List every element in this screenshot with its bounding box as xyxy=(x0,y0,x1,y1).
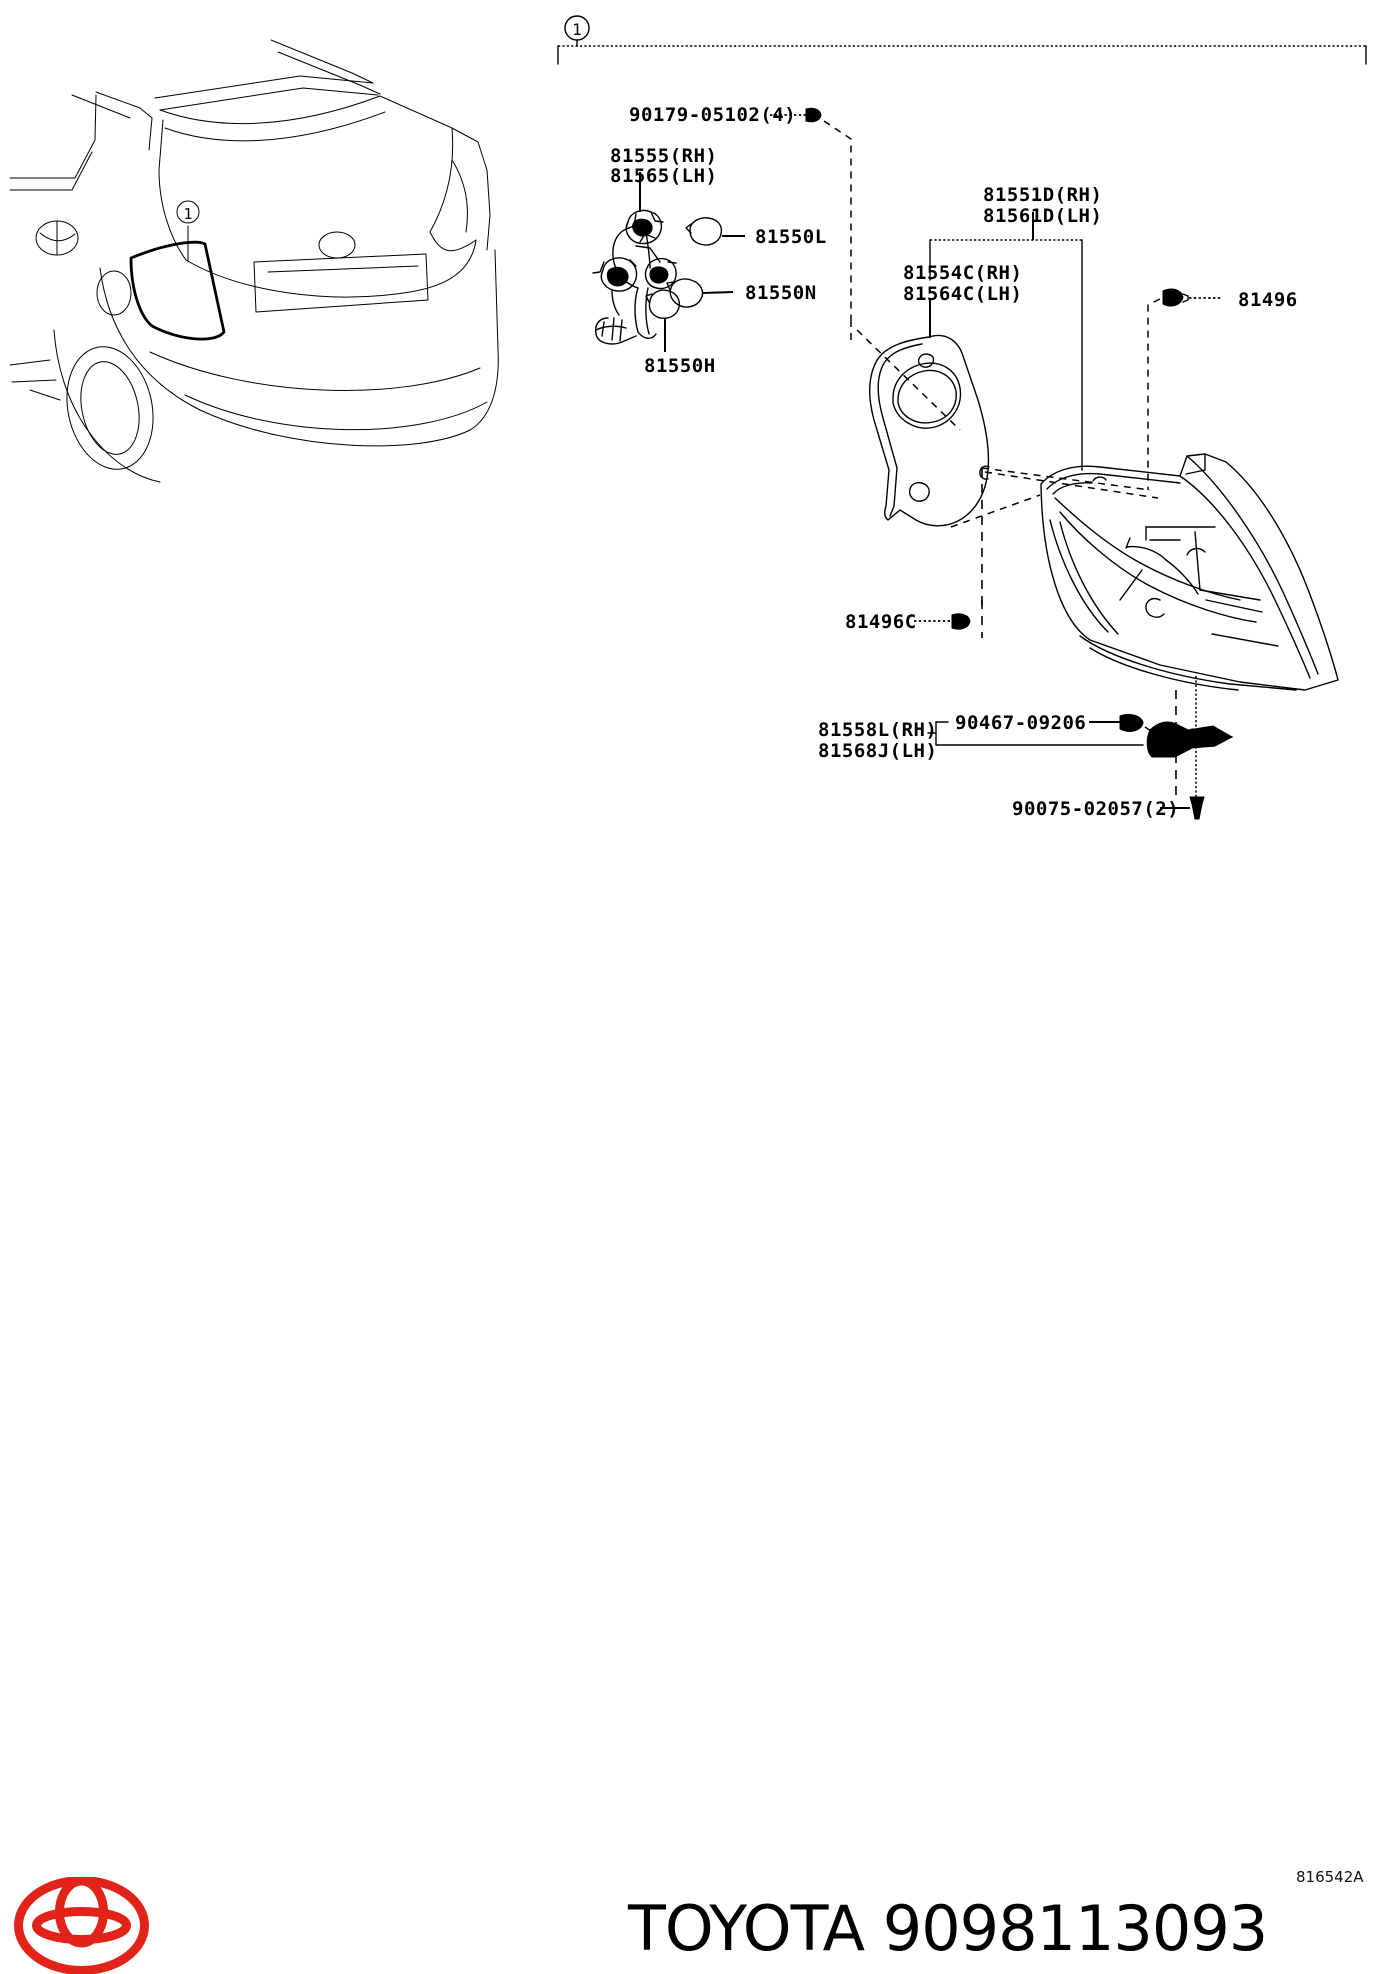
label-socket-lh: 81565(LH) xyxy=(610,165,718,187)
clip-81496C xyxy=(914,600,983,638)
screw-90179-callout xyxy=(770,107,852,320)
label-screw-90179: 90179-05102(4) xyxy=(629,104,797,126)
label-clip-81496C: 81496C xyxy=(845,611,917,633)
label-nut-90467: 90467-09206 xyxy=(955,712,1087,734)
brand-and-part-number: TOYOTA 9098113093 xyxy=(628,1892,1268,1965)
assembly-group-bracket: 1 xyxy=(557,15,1367,65)
diagram-artwork: .s {fill:none;stroke:#000;stroke-width:1… xyxy=(9,15,1367,820)
label-retainer-lh: 81568J(LH) xyxy=(818,740,938,762)
label-screw-90075: 90075-02057(2) xyxy=(1012,798,1180,820)
label-socket-rh: 81555(RH) xyxy=(610,145,718,167)
bulb-81550H xyxy=(645,289,681,352)
label-lamp-assy-rh: 81551D(RH) xyxy=(983,184,1103,206)
retainer-callouts xyxy=(927,713,1234,820)
parts-diagram-page: .s {fill:none;stroke:#000;stroke-width:1… xyxy=(0,15,1400,1974)
diagram-code: 816542A xyxy=(1296,1868,1364,1886)
label-bulb-81550N: 81550N xyxy=(745,282,817,304)
title-bar: TOYOTA 9098113093 816542A xyxy=(0,930,1400,1974)
toyota-logo xyxy=(14,1877,149,1974)
label-bulb-81550L: 81550L xyxy=(755,226,827,248)
lamp-assembly-bracket xyxy=(929,212,1083,471)
label-clip-81496: 81496 xyxy=(1238,289,1298,311)
tail-lamp-assembly xyxy=(1040,453,1339,691)
label-bulb-81550H: 81550H xyxy=(644,355,716,377)
lamp-gasket-81554C xyxy=(869,300,990,527)
label-retainer-rh: 81558L(RH) xyxy=(818,719,938,741)
vehicle-callout-1: 1 xyxy=(183,205,192,223)
label-gasket-lh: 81564C(LH) xyxy=(903,283,1023,305)
label-gasket-rh: 81554C(RH) xyxy=(903,262,1023,284)
group-callout-1: 1 xyxy=(572,20,582,39)
label-lamp-assy-lh: 81561D(LH) xyxy=(983,205,1103,227)
lamp-socket-harness xyxy=(592,172,677,345)
bulb-81550N xyxy=(666,278,734,308)
bulb-81550L xyxy=(685,217,745,246)
clip-81496 xyxy=(1147,288,1222,490)
vehicle-rear-illustration: 1 xyxy=(9,39,499,483)
